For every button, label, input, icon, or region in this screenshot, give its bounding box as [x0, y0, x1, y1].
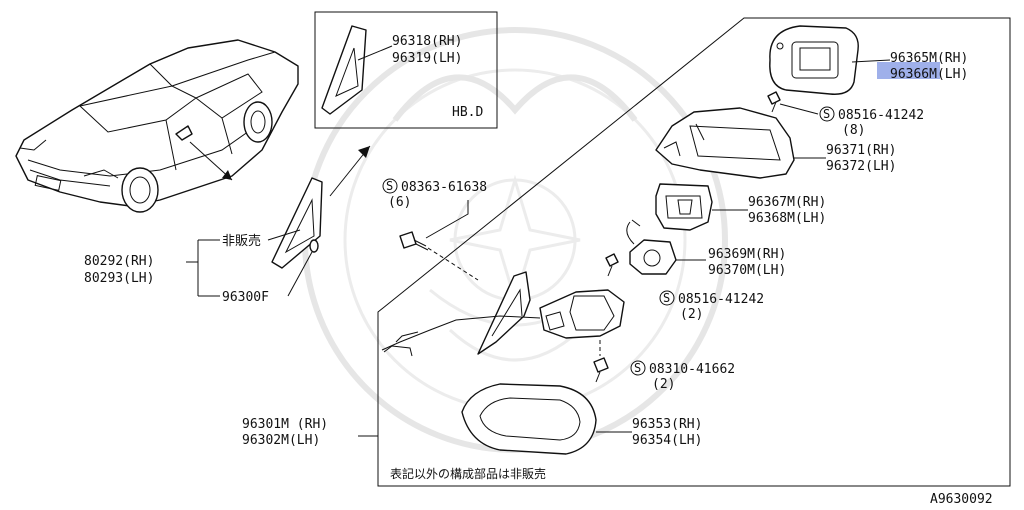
motor-lh-label: 96370M(LH) [708, 263, 786, 278]
glass-leader [851, 59, 891, 63]
screw-main-part [399, 231, 429, 251]
inset-part-rh: 96318(RH) [392, 34, 462, 49]
selection-highlight [877, 62, 940, 79]
mirror-assy-rh-label: 96301M (RH) [242, 417, 328, 432]
mirror-glass-part [769, 25, 859, 95]
glass-lh-label: 96366M(LH) [890, 67, 968, 82]
screw-main-number: 08363-61638 [401, 180, 487, 195]
car-illustration [15, 39, 299, 213]
car-arrow-head [222, 170, 232, 180]
screw-base-number: 08310-41662 [649, 362, 735, 377]
detail-frame [377, 17, 1011, 487]
inset-code: HB.D [452, 105, 483, 120]
car-arrow-line [189, 141, 233, 181]
svg-text:S: S [663, 291, 670, 305]
assy-rh-label: 80292(RH) [84, 254, 154, 269]
screw-glass-part [767, 91, 781, 113]
screw-motor-qty: (2) [680, 307, 703, 322]
wiring-connector [383, 331, 419, 357]
svg-text:S: S [634, 361, 641, 375]
screw-motor-number: 08516-41242 [678, 292, 764, 307]
housing-lh-label: 96372(LH) [826, 159, 896, 174]
not-sold-leader [267, 229, 301, 241]
screw-base-symbol: S [630, 360, 646, 376]
mirror-base-part [477, 271, 625, 355]
housing-rh-label: 96371(RH) [826, 143, 896, 158]
finisher-label: 96300F [222, 290, 269, 305]
screw-main-leader [425, 200, 469, 239]
screw-base-qty: (2) [652, 377, 675, 392]
svg-text:S: S [386, 179, 393, 193]
cover-rh-label: 96353(RH) [632, 417, 702, 432]
not-sold-label: 非販売 [222, 233, 261, 249]
footnote-not-sold: 表記以外の構成部品は非販売 [390, 466, 546, 481]
mirror-housing-part [655, 107, 795, 179]
wiring-harness [381, 315, 541, 351]
inset-leader [357, 45, 393, 61]
screw-glass-qty: (8) [842, 123, 865, 138]
mirror-cover-part [461, 383, 597, 455]
assy-lh-label: 80293(LH) [84, 271, 154, 286]
inset-frame [314, 11, 498, 129]
actuator-rh-label: 96367M(RH) [748, 195, 826, 210]
screw-main-dash [427, 247, 479, 281]
inset-part-lh: 96319(LH) [392, 51, 462, 66]
corner-finisher-part [321, 25, 367, 115]
figure-code: A9630092 [930, 492, 993, 507]
motor-rh-label: 96369M(RH) [708, 247, 786, 262]
finisher-leader [287, 251, 313, 297]
screw-motor-symbol: S [659, 290, 675, 306]
screw-glass-symbol: S [819, 106, 835, 122]
motor-part [626, 219, 677, 275]
assy-bracket [186, 239, 220, 297]
actuator-part [655, 183, 713, 231]
inset-arrow-head [358, 146, 370, 158]
mirror-assy-lh-label: 96302M(LH) [242, 433, 320, 448]
screw-main-symbol: S [382, 178, 398, 194]
screw-main-qty: (6) [388, 195, 411, 210]
svg-text:S: S [823, 107, 830, 121]
actuator-lh-label: 96368M(LH) [748, 211, 826, 226]
finisher-part [271, 177, 323, 269]
screw-motor-part [605, 253, 619, 277]
screw-base-part [593, 357, 609, 383]
screw-glass-number: 08516-41242 [838, 108, 924, 123]
cover-lh-label: 96354(LH) [632, 433, 702, 448]
screw-glass-leader [779, 103, 819, 115]
